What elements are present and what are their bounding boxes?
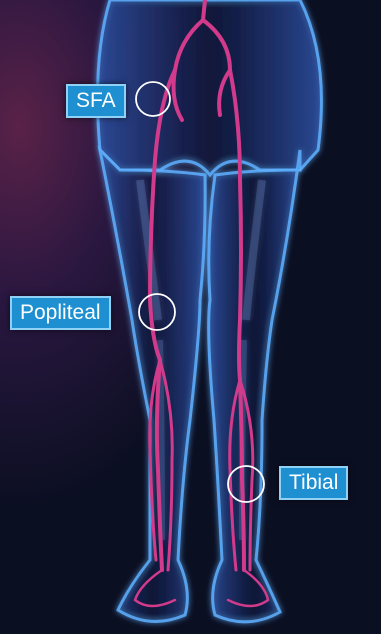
tibial-label: Tibial <box>279 466 348 500</box>
sfa-label: SFA <box>66 84 126 118</box>
popliteal-label: Popliteal <box>10 296 111 330</box>
